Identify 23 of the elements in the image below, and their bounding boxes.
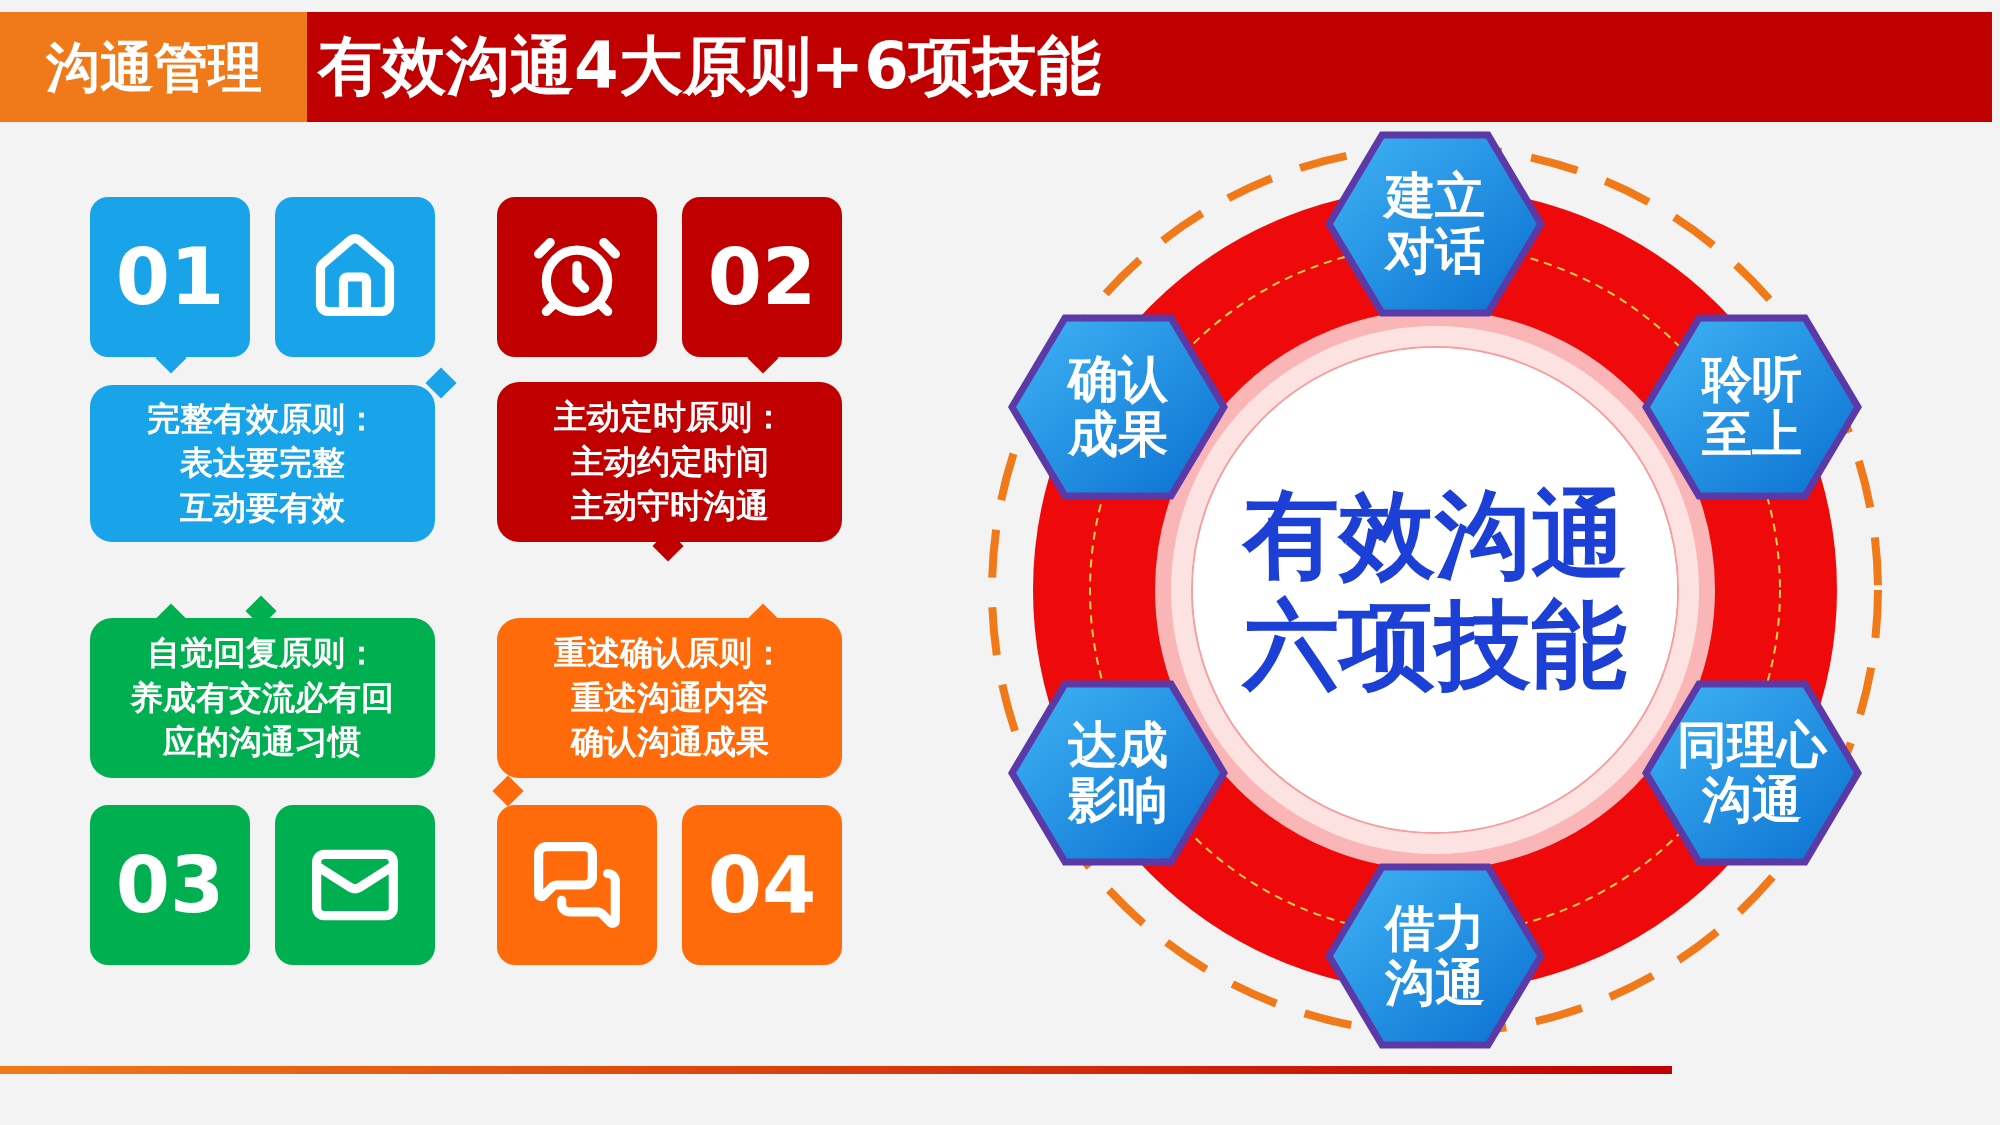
principle-heading: 主动定时原则： — [554, 396, 785, 439]
principle-text: 表达要完整 — [180, 442, 345, 485]
number-tile: 02 — [682, 197, 842, 357]
skill-label: 建立对话 — [1382, 169, 1488, 279]
principle-text: 重述沟通内容 — [570, 676, 769, 719]
principle-heading: 完整有效原则： — [147, 397, 378, 440]
principle-text: 互动要有效 — [180, 486, 345, 529]
skill-label: 借力沟通 — [1383, 901, 1486, 1011]
number-tile: 04 — [682, 805, 842, 965]
section-tab: 沟通管理 — [0, 12, 307, 122]
principle-text: 主动约定时间 — [570, 440, 769, 483]
number-tile: 03 — [90, 805, 250, 965]
principle-heading: 重述确认原则： — [554, 632, 785, 675]
skill-label: 同理心沟通 — [1676, 718, 1829, 828]
number-tile: 01 — [90, 197, 250, 357]
principle-text: 主动守时沟通 — [570, 485, 769, 528]
principle-text: 确认沟通成果 — [570, 721, 769, 764]
principle-text: 养成有交流必有回应的沟通习惯 — [129, 676, 396, 764]
skill-label: 聆听至上 — [1700, 352, 1803, 462]
skill-label: 确认成果 — [1065, 352, 1169, 462]
skill-label: 达成影响 — [1067, 718, 1169, 828]
title: 有效沟通4大原则+6项技能 — [318, 28, 1101, 105]
principle-heading: 自觉回复原则： — [146, 632, 379, 675]
